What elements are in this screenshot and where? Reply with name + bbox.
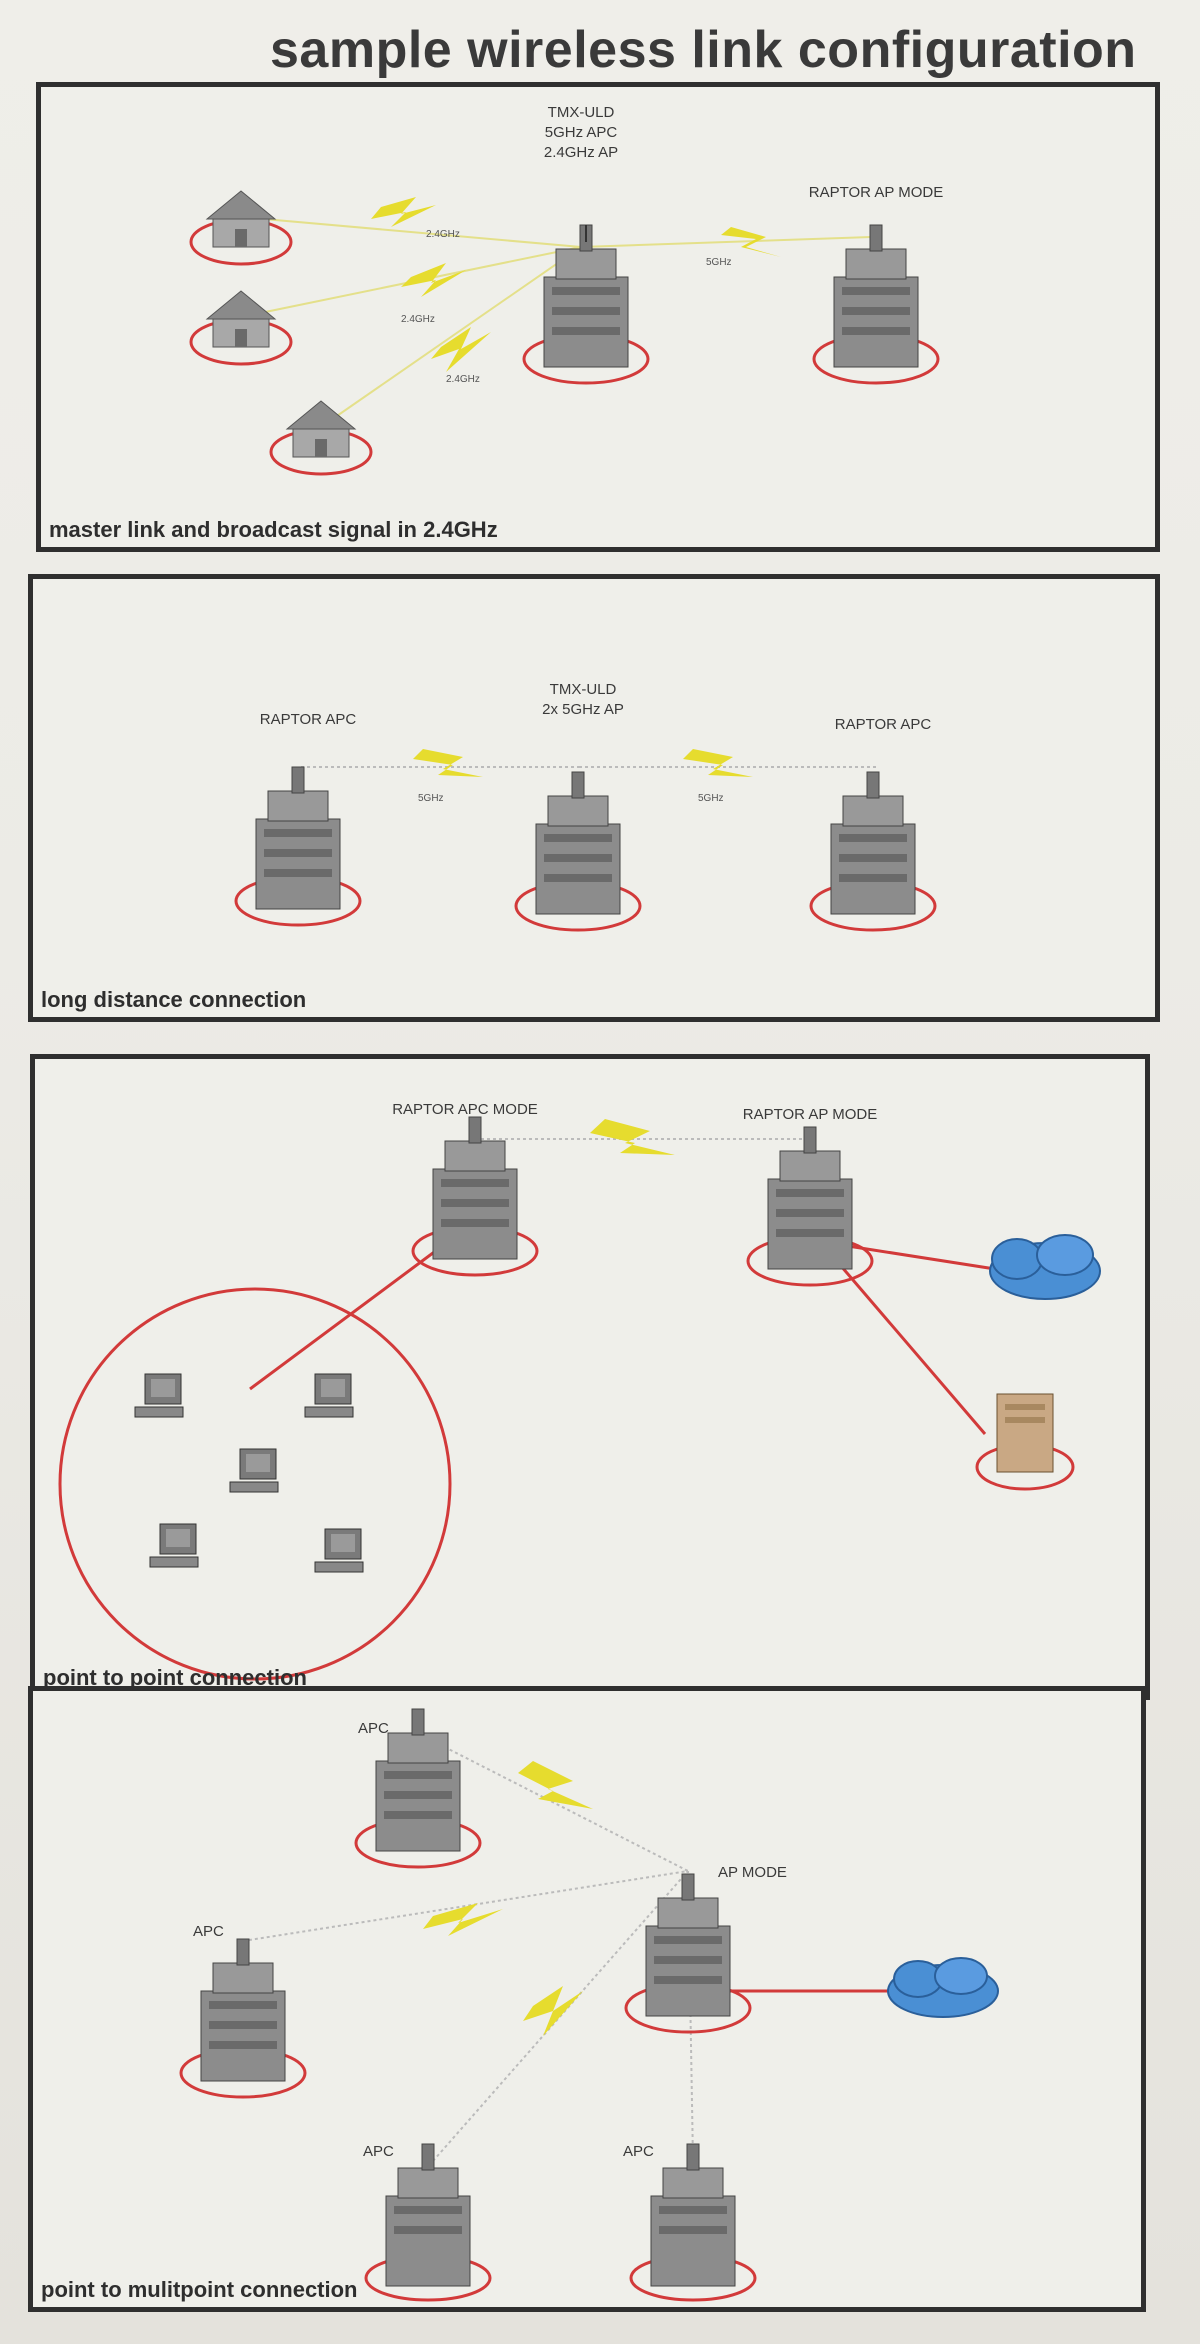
client-label: APC (358, 1720, 389, 1737)
signal-bolt (401, 263, 466, 297)
link-remote (580, 236, 872, 248)
server-icon (975, 1393, 1075, 1491)
signal-bolt (683, 749, 753, 777)
signal-links (301, 749, 877, 777)
freq-label: 5GHz (418, 793, 444, 804)
panel-caption: master link and broadcast signal in 2.4G… (49, 517, 498, 542)
house-icon (189, 290, 293, 366)
right-label: RAPTOR APC (835, 716, 932, 733)
center-label-line: 2x 5GHz AP (542, 701, 624, 718)
freq-label: 5GHz (698, 793, 724, 804)
computer-icon (304, 1373, 354, 1418)
client-label: APC (623, 2143, 654, 2160)
signal-bolt (721, 227, 781, 257)
panel-caption: long distance connection (41, 987, 307, 1012)
ap-label: RAPTOR AP MODE (743, 1106, 877, 1123)
signal-bolt (371, 197, 436, 227)
internet-cloud-icon (989, 1234, 1101, 1300)
apc-building-icon (179, 1938, 307, 2099)
signal-bolt (413, 749, 483, 777)
panel-point-to-multipoint: AP MODE APC APC APC APC point to mulitpo… (28, 1686, 1146, 2312)
signal-bolt (590, 1119, 675, 1155)
panel-master-link: 2.4GHz 2.4GHz 2.4GHz 5GHz (36, 82, 1160, 552)
signal-bolt (523, 1986, 583, 2036)
left-building-icon (234, 766, 362, 927)
diagram-point-to-multipoint: AP MODE APC APC APC APC (179, 1708, 999, 2302)
computer-icon (229, 1448, 279, 1493)
link-house-1 (240, 216, 582, 248)
signal-links (240, 197, 872, 428)
left-label: RAPTOR APC (260, 711, 357, 728)
panel-caption: point to point connection (43, 1665, 307, 1690)
right-building-icon (809, 771, 937, 932)
tower-label-line: 5GHz APC (545, 124, 618, 141)
computer-icon (134, 1373, 184, 1418)
hub-label: AP MODE (718, 1864, 787, 1881)
center-building-icon (514, 771, 642, 932)
freq-label: 2.4GHz (426, 229, 460, 240)
tower-label-line: TMX-ULD (548, 104, 615, 121)
signal-links (475, 1119, 805, 1155)
freq-label: 2.4GHz (446, 374, 480, 385)
house-icon (269, 400, 373, 476)
apc-building-icon (411, 1116, 539, 1277)
remote-building-icon (812, 224, 940, 385)
signal-bolt (518, 1761, 593, 1809)
house-icon (189, 190, 293, 266)
computer-icon (149, 1523, 199, 1568)
link-house-3 (320, 246, 582, 428)
client-label: APC (363, 2143, 394, 2160)
freq-label: 5GHz (706, 257, 732, 268)
remote-label: RAPTOR AP MODE (809, 184, 943, 201)
panel-long-distance: 5GHz 5GHz (28, 574, 1160, 1022)
diagram-point-to-point: RAPTOR APC MODE RAPTOR AP MODE (58, 1101, 1101, 1681)
freq-label: 2.4GHz (401, 314, 435, 325)
apc-label: RAPTOR APC MODE (392, 1101, 538, 1118)
computer-icon (314, 1528, 364, 1573)
diagram-master-link: 2.4GHz 2.4GHz 2.4GHz 5GHz (189, 104, 943, 476)
apc-building-icon (629, 2143, 757, 2302)
signal-bolt (423, 1903, 503, 1936)
tower-label-line: 2.4GHz AP (544, 144, 618, 161)
signal-bolt (431, 327, 491, 372)
lan-group (58, 1287, 452, 1681)
center-label-line: TMX-ULD (550, 681, 617, 698)
apc-building-icon (354, 1708, 482, 1869)
client-label: APC (193, 1923, 224, 1940)
ap-hub-building-icon (624, 1873, 752, 2034)
ap-building-icon (746, 1126, 874, 1287)
page-title: sample wireless link configuration (270, 21, 1137, 79)
tower-building-icon (522, 224, 650, 385)
apc-building-icon (364, 2143, 492, 2302)
signal-links (242, 1735, 713, 2162)
internet-cloud-icon (887, 1957, 999, 2018)
panel-point-to-point: RAPTOR APC MODE RAPTOR AP MODE (30, 1054, 1150, 1700)
diagram-long-distance: 5GHz 5GHz (234, 681, 937, 932)
wired-links (249, 1242, 996, 1435)
panel-caption: point to mulitpoint connection (41, 2277, 358, 2302)
